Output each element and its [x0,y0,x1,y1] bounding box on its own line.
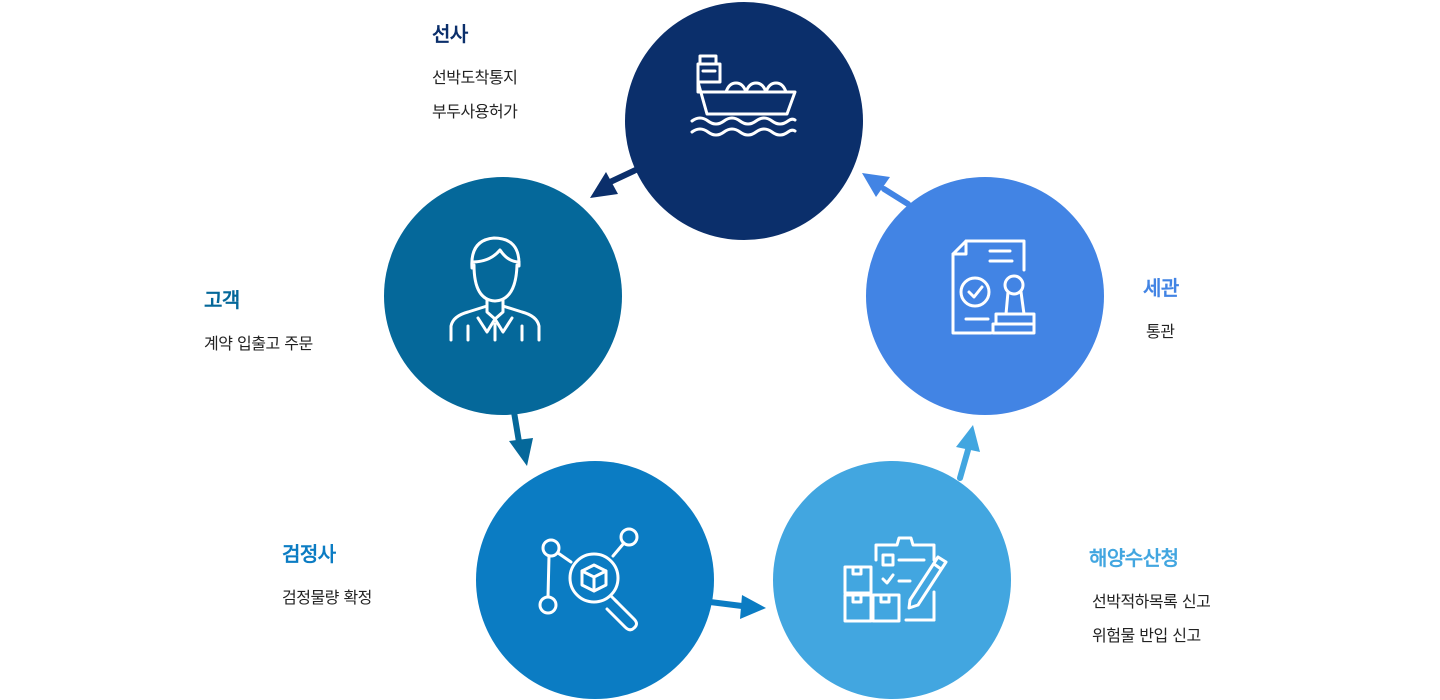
person-icon [449,236,541,342]
document-stamp-icon [951,239,1036,335]
node-title: 고객 [204,288,240,312]
node-description: 검정물량 확정 [282,588,372,607]
node-description: 위험물 반입 신고 [1092,626,1201,645]
arrow-head [956,425,980,452]
connector-customer-to-surveyor [509,409,533,466]
node-circle-customs [866,177,1104,415]
node-description: 통관 [1146,322,1175,341]
node-label-customer: 고객 계약 입출고 주문 [204,284,313,361]
node-label-customs: 세관 통관 [1143,272,1179,349]
node-description: 선박도착통지 [432,68,518,87]
connector-shipping-to-customer [590,165,643,198]
node-circle-customer [384,177,622,415]
connector-customs-to-shipping [862,173,911,207]
box-search-icon [538,527,639,632]
clipboard-boxes-icon [843,536,948,623]
node-circle-shipping [625,2,863,240]
arrow-head [740,595,766,619]
node-label-shipping: 선사 선박도착통지 부두사용허가 [432,18,518,129]
connector-surveyor-to-ports [707,595,766,619]
cargo-ship-icon [690,54,797,137]
node-title: 선사 [432,22,468,46]
node-circle-ports [773,461,1011,699]
node-label-ports: 해양수산청 선박적하목록 신고 위험물 반입 신고 [1089,542,1211,653]
node-title: 검정사 [282,542,336,566]
node-description: 계약 입출고 주문 [204,334,313,353]
node-label-surveyor: 검정사 검정물량 확정 [282,538,372,615]
arrow-head [862,173,890,197]
arrow-head [509,438,533,466]
node-description: 선박적하목록 신고 [1092,592,1211,611]
node-description: 부두사용허가 [432,102,518,121]
connector-ports-to-customs [956,425,980,481]
node-title: 세관 [1143,276,1179,300]
arrow-head [590,172,618,198]
node-title: 해양수산청 [1089,546,1179,570]
